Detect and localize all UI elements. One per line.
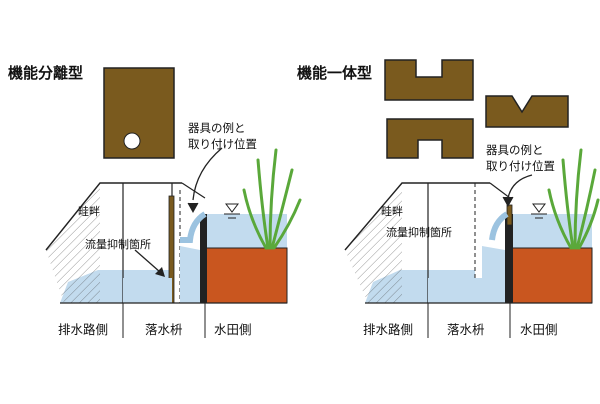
right-device-label-line2: 取り付け位置 bbox=[486, 159, 555, 173]
left-footer-paddy-side: 水田側 bbox=[214, 322, 252, 337]
right-title: 機能一体型 bbox=[297, 64, 373, 82]
right-footer-paddy-side: 水田側 bbox=[520, 322, 558, 337]
right-device-arrow bbox=[507, 174, 533, 199]
left-flow-arrow bbox=[134, 249, 161, 273]
left-device-label-line2: 取り付け位置 bbox=[188, 137, 257, 151]
right-flow-control-label: 流量抑制箇所 bbox=[386, 226, 452, 239]
left-title: 機能分離型 bbox=[8, 64, 84, 82]
right-bank bbox=[344, 182, 511, 303]
right-weir-board bbox=[505, 214, 513, 303]
right-device-installed bbox=[506, 204, 513, 226]
left-flow-control-label: 流量抑制箇所 bbox=[85, 238, 151, 251]
right-panel bbox=[344, 59, 600, 304]
right-device-top-plate bbox=[384, 59, 474, 101]
left-rice-plant bbox=[242, 148, 302, 250]
right-device-u-plate bbox=[386, 118, 474, 159]
left-weir-board bbox=[200, 214, 207, 303]
left-footer-drain-side: 排水路側 bbox=[58, 322, 109, 337]
left-device-arrow bbox=[192, 147, 223, 201]
right-rice-plant bbox=[547, 148, 600, 250]
right-bank-label: 畦畔 bbox=[381, 205, 403, 218]
right-paddy-soil bbox=[509, 247, 593, 304]
left-device-plate bbox=[103, 67, 175, 159]
right-device-label-line1: 器具の例と bbox=[486, 143, 544, 157]
right-footer-inlet: 落水枡 bbox=[447, 322, 485, 337]
left-paddy-soil bbox=[204, 247, 288, 304]
left-water-level-mark bbox=[224, 203, 240, 219]
left-bank-label: 畦畔 bbox=[78, 205, 100, 218]
left-bank bbox=[45, 182, 206, 303]
left-panel bbox=[45, 67, 302, 304]
right-footer-drain-side: 排水路側 bbox=[363, 322, 414, 337]
left-device-label-line1: 器具の例と bbox=[188, 121, 246, 135]
right-device-vnotch-plate bbox=[485, 95, 569, 128]
left-footer-inlet: 落水枡 bbox=[145, 322, 183, 337]
right-water-level-mark bbox=[531, 203, 547, 219]
